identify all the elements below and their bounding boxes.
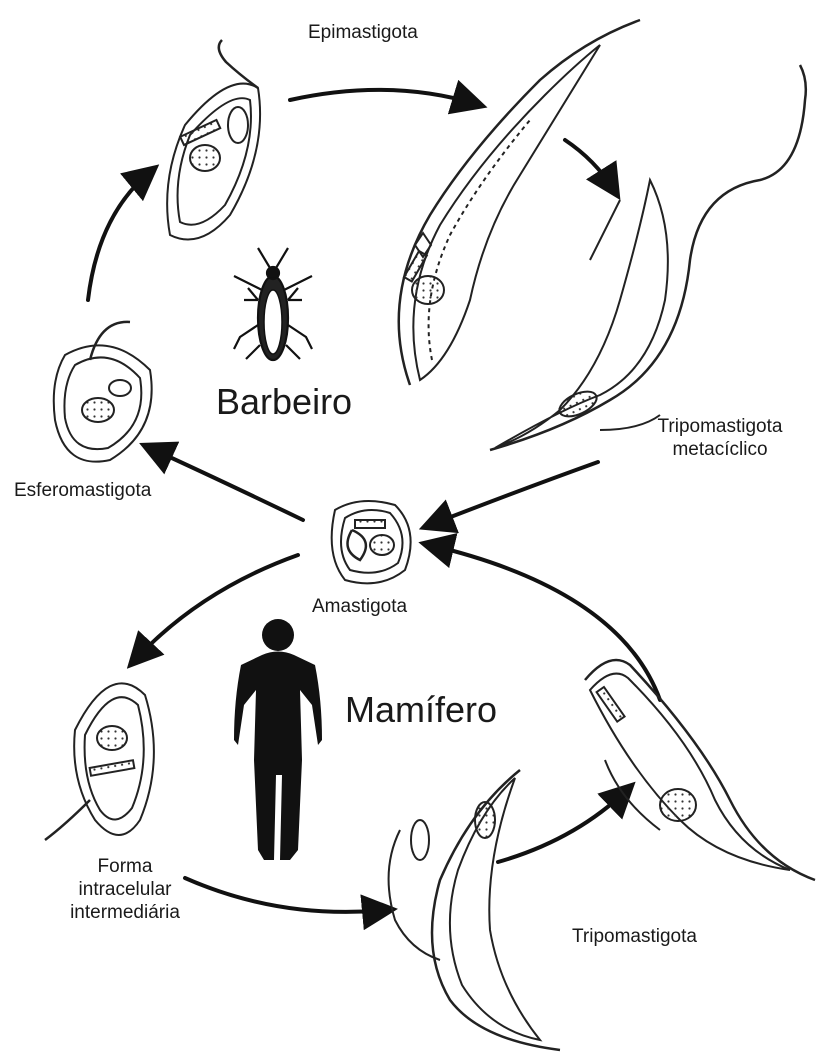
cell-tripomastigota-right bbox=[585, 660, 815, 880]
cell-esferomastigota bbox=[54, 322, 152, 462]
label-forma-intracelular: Forma intracelular intermediária bbox=[50, 856, 200, 924]
arrow-amastigota-to-esferomastigota bbox=[150, 448, 303, 520]
label-tripomastigota: Tripomastigota bbox=[572, 926, 697, 949]
cell-top-left bbox=[167, 40, 260, 240]
label-barbeiro: Barbeiro bbox=[216, 380, 352, 423]
arrow-to-blood-tripomastigota bbox=[498, 790, 627, 862]
label-forma-intracelular-line1: Forma bbox=[50, 856, 200, 879]
label-epimastigota: Epimastigota bbox=[308, 22, 418, 45]
label-esferomastigota: Esferomastigota bbox=[14, 480, 151, 503]
arrow-esferomastigota-to-top bbox=[88, 172, 150, 300]
label-tripomastigota-metaciclico-line2: metacíclico bbox=[640, 439, 800, 462]
cell-amastigota bbox=[332, 501, 411, 583]
label-forma-intracelular-line3: intermediária bbox=[50, 902, 200, 925]
cell-tripomastigota-bottom bbox=[389, 770, 560, 1050]
cell-intracelular bbox=[45, 683, 154, 840]
arrow-to-epimastigota bbox=[290, 90, 476, 104]
label-tripomastigota-metaciclico: Tripomastigota metacíclico bbox=[640, 416, 800, 462]
label-mamifero: Mamífero bbox=[345, 688, 497, 731]
arrow-to-metacyclic bbox=[565, 140, 614, 190]
arrow-intracelular-to-tripomastigota bbox=[185, 878, 386, 912]
kissing-bug-icon bbox=[234, 248, 312, 360]
label-tripomastigota-metaciclico-line1: Tripomastigota bbox=[640, 416, 800, 439]
cell-epimastigota bbox=[399, 20, 640, 385]
label-amastigota: Amastigota bbox=[312, 596, 407, 619]
arrow-metacyclic-to-amastigota bbox=[430, 462, 598, 525]
label-forma-intracelular-line2: intracelular bbox=[50, 879, 200, 902]
human-silhouette-icon bbox=[234, 619, 322, 860]
